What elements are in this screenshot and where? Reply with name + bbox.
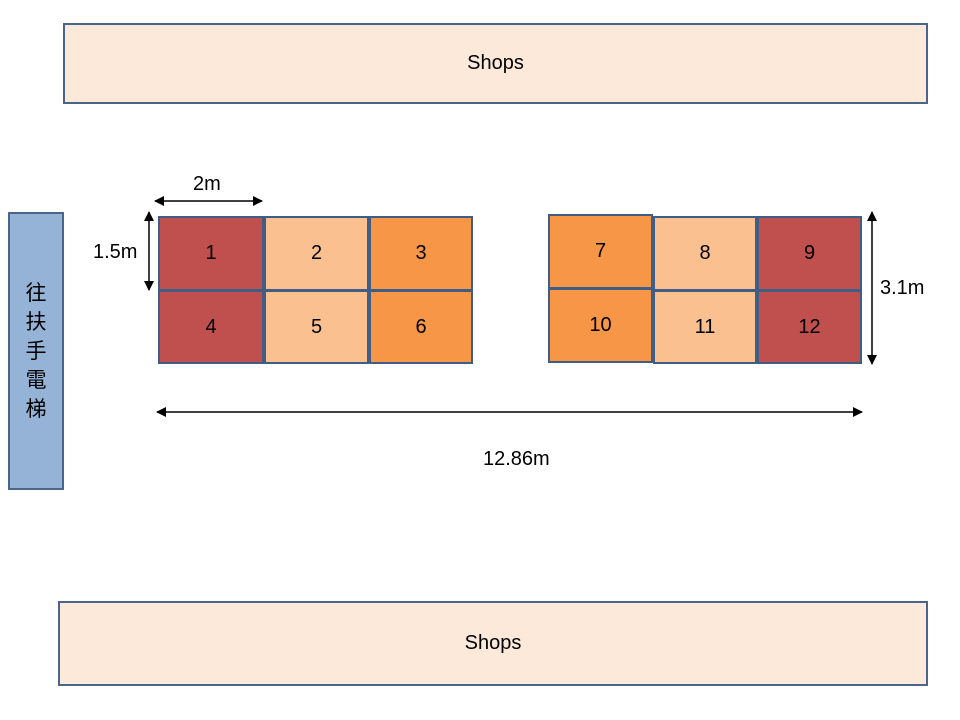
shops-bottom-label: Shops: [464, 632, 522, 654]
stall-label: 11: [694, 315, 716, 338]
stall-label: 3: [415, 242, 427, 264]
escalator-char: 梯: [25, 396, 47, 421]
shops-top: Shops: [63, 23, 928, 104]
escalator-char: 手: [25, 338, 47, 363]
stall-label: 2: [310, 242, 323, 264]
stall-label: 6: [415, 315, 427, 338]
stall-label: 5: [310, 315, 323, 338]
stall-label: 1: [205, 242, 217, 264]
escalator-char: 往: [25, 280, 47, 305]
stall-label: 12: [798, 315, 821, 338]
escalator-char: 電: [25, 367, 47, 392]
stall-2: 2: [264, 216, 369, 291]
stall-height-label: 1.5m: [93, 241, 138, 263]
stall-8: 8: [653, 216, 757, 291]
stall-1: 1: [158, 216, 264, 291]
stall-4: 4: [158, 290, 264, 364]
stall-label: 10: [589, 314, 612, 336]
stall-5: 5: [264, 290, 369, 364]
stall-10: 10: [548, 288, 653, 363]
stall-12: 12: [757, 290, 862, 364]
shops-top-label: Shops: [467, 52, 524, 74]
stall-6: 6: [369, 290, 473, 364]
stall-width-label: 2m: [193, 173, 221, 195]
stall-11: 11: [653, 290, 757, 364]
stall-label: 4: [205, 315, 217, 338]
stall-label: 8: [699, 242, 711, 264]
stall-label: 9: [803, 242, 816, 264]
escalator-box: 往 扶 手 電 梯: [8, 212, 64, 490]
total-length-label: 12.86m: [483, 448, 550, 470]
shops-bottom: Shops: [58, 601, 928, 686]
escalator-char: 扶: [25, 309, 47, 334]
stall-3: 3: [369, 216, 473, 291]
stall-label: 7: [594, 240, 607, 262]
block-depth-label: 3.1m: [880, 277, 925, 299]
